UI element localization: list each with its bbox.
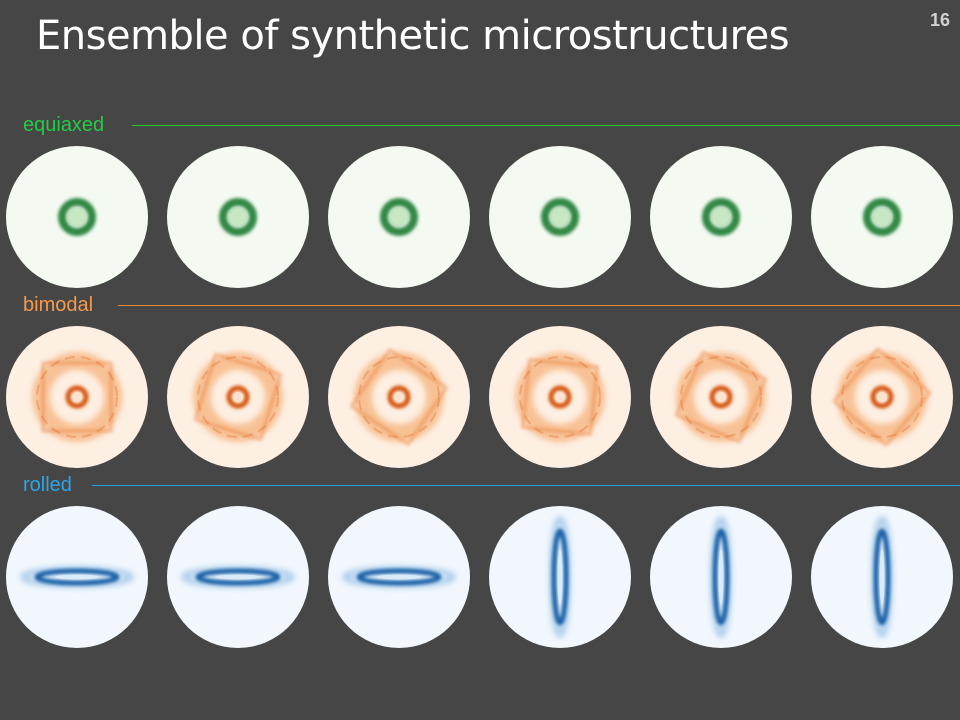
pole-figure-bimodal-2 — [167, 326, 309, 468]
pole-figure-bimodal-4 — [489, 326, 631, 468]
pole-figure-bimodal-1 — [6, 326, 148, 468]
slide-title: Ensemble of synthetic microstructures — [36, 13, 790, 59]
pole-figure-rolled-1 — [6, 506, 148, 648]
pole-figure-equiaxed-6 — [811, 146, 953, 288]
slide-number: 16 — [929, 10, 950, 30]
pole-figure-equiaxed-2 — [167, 146, 309, 288]
section-divider-bimodal — [118, 305, 960, 306]
pole-figure-equiaxed-5 — [650, 146, 792, 288]
pole-figure-bimodal-5 — [650, 326, 792, 468]
pole-figure-rolled-2 — [167, 506, 309, 648]
section-divider-rolled — [92, 485, 960, 486]
pole-figure-rolled-4 — [489, 506, 631, 648]
pole-figure-equiaxed-4 — [489, 146, 631, 288]
section-label-rolled: rolled — [23, 474, 72, 496]
pole-figure-row-equiaxed — [0, 145, 960, 289]
pole-figure-row-rolled — [0, 505, 960, 649]
pole-figure-rolled-6 — [811, 506, 953, 648]
pole-figure-rolled-5 — [650, 506, 792, 648]
pole-figure-bimodal-6 — [811, 326, 953, 468]
pole-figure-equiaxed-1 — [6, 146, 148, 288]
pole-figure-row-bimodal — [0, 325, 960, 469]
section-divider-equiaxed — [132, 125, 960, 126]
section-label-bimodal: bimodal — [23, 294, 94, 316]
section-label-equiaxed: equiaxed — [23, 114, 105, 136]
pole-figure-rolled-3 — [328, 506, 470, 648]
pole-figure-bimodal-3 — [328, 326, 470, 468]
pole-figure-equiaxed-3 — [328, 146, 470, 288]
